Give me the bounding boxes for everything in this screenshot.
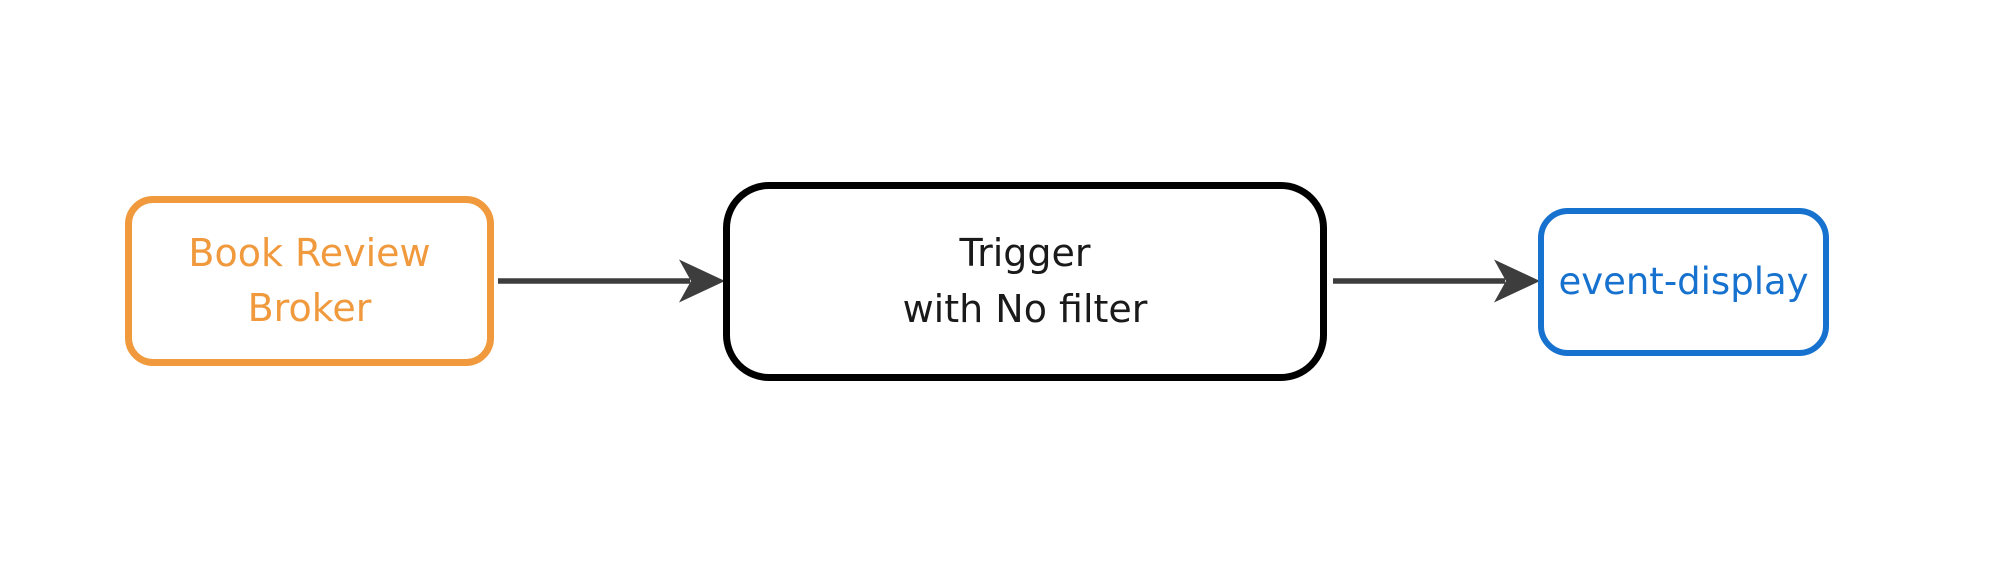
node-trigger-no-filter: Trigger with No filter	[723, 182, 1327, 381]
node-book-review-broker: Book Review Broker	[125, 196, 494, 366]
arrowhead-icon	[679, 259, 725, 303]
arrowhead-icon	[1494, 259, 1540, 303]
arrow-broker-to-trigger	[498, 259, 725, 303]
node-book-review-broker-label: Book Review Broker	[188, 230, 431, 330]
arrow-trigger-to-display	[1333, 259, 1540, 303]
node-event-display: event-display	[1538, 208, 1829, 356]
node-trigger-no-filter-label: Trigger with No filter	[902, 231, 1148, 331]
node-event-display-label: event-display	[1558, 260, 1809, 304]
